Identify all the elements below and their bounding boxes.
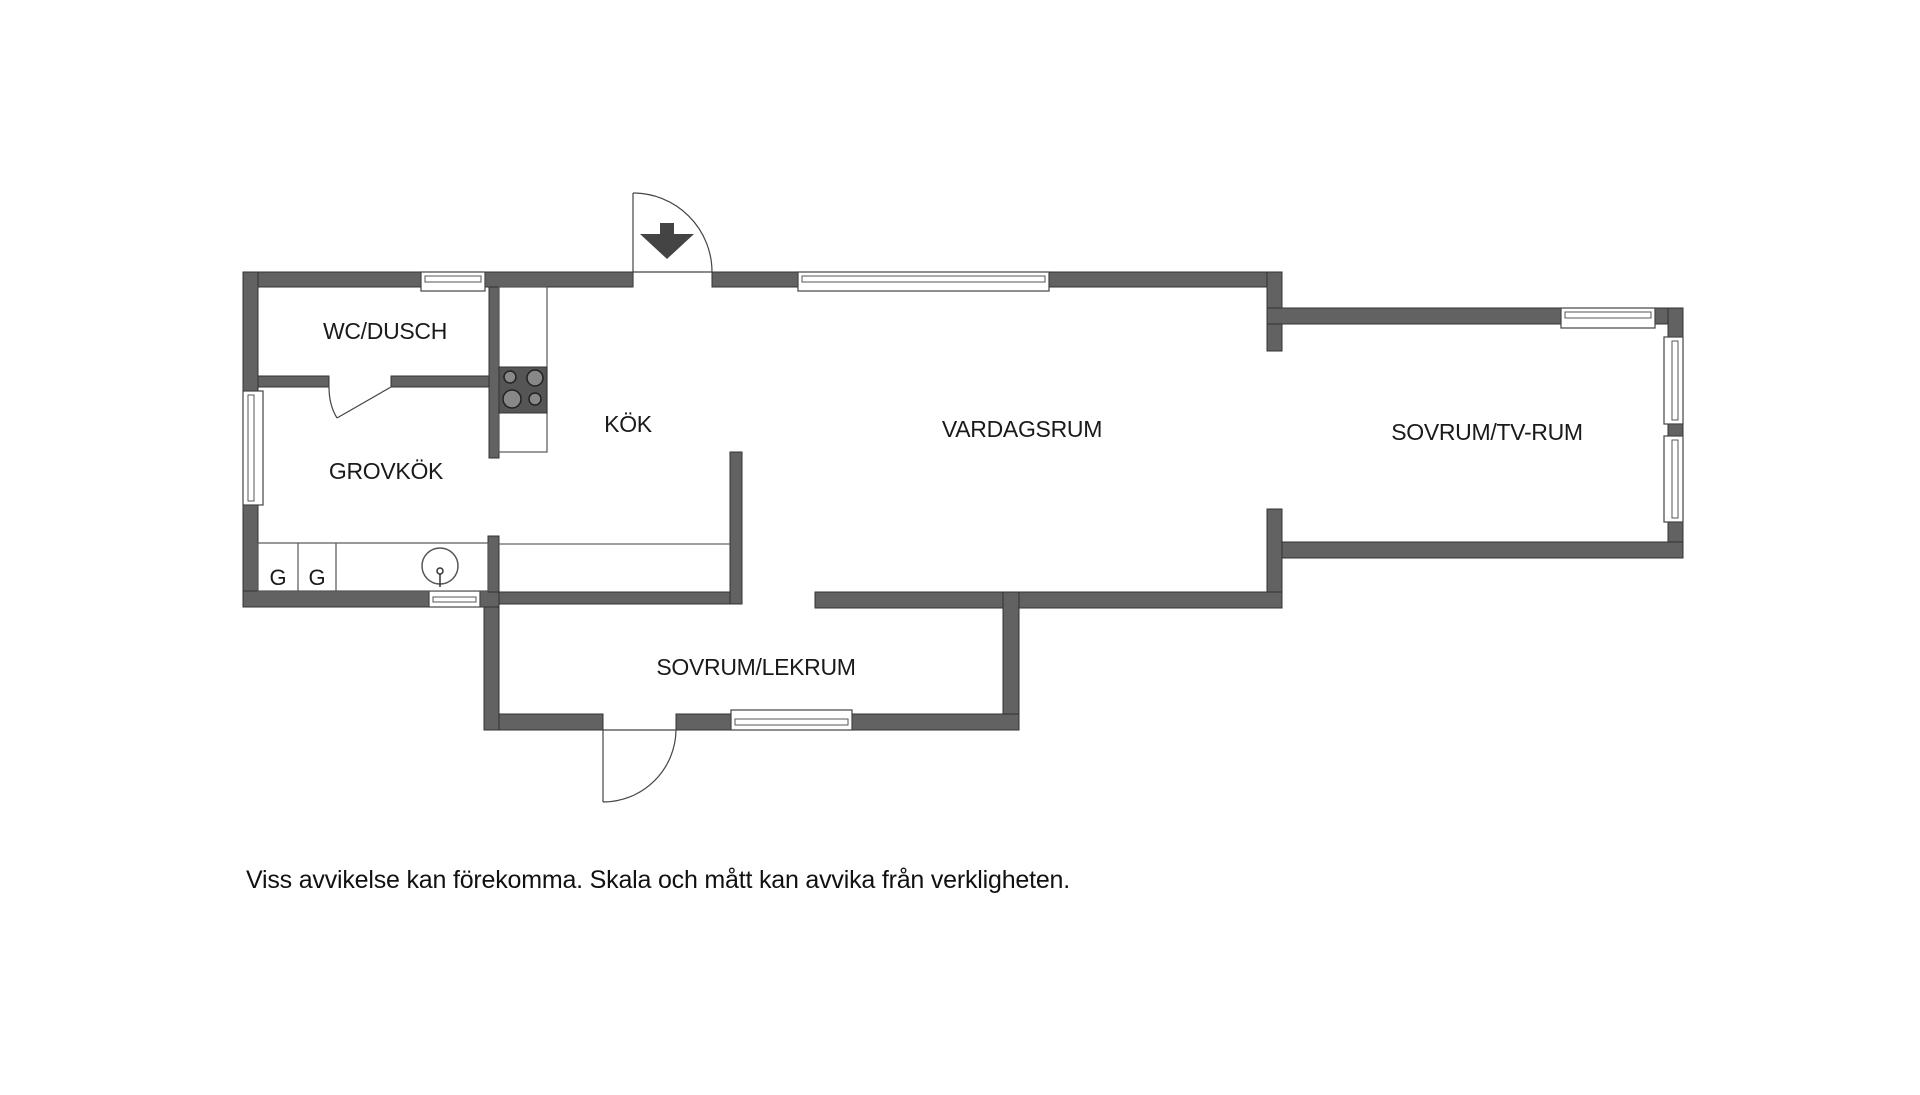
sink-icon — [421, 547, 459, 587]
room-label-vardagsrum: VARDAGSRUM — [942, 416, 1102, 442]
wall-kitchen-bottom — [479, 591, 743, 605]
wall-tv-right-top — [1667, 307, 1684, 338]
window-lekrum-bottom — [730, 709, 853, 731]
entrance-door — [632, 192, 713, 287]
window-grovkok-bottom — [428, 590, 481, 608]
disclaimer-text: Viss avvikelse kan förekomma. Skala och … — [246, 866, 1071, 894]
wall-top-wc-left — [242, 271, 422, 288]
room-label-kok: KÖK — [604, 411, 653, 437]
windows — [242, 271, 1684, 731]
wall-kitchen-partition — [729, 451, 743, 605]
wall-grovkok-bottom-right — [479, 590, 500, 608]
fixtures — [257, 286, 730, 592]
window-wc-top — [420, 271, 486, 292]
wall-lekrum-right — [1002, 591, 1020, 731]
wall-tv-right-mullion — [1667, 423, 1684, 437]
stove-icon — [498, 366, 548, 414]
entrance-arrow-down-icon — [640, 223, 694, 259]
window-living-top — [797, 271, 1050, 292]
wall-interior-lower — [487, 535, 500, 593]
doors — [328, 192, 713, 803]
window-grovkok-left — [242, 390, 264, 506]
walls — [242, 271, 1684, 731]
room-label-grovkok: GROVKÖK — [329, 458, 444, 484]
window-tv-top — [1560, 307, 1656, 329]
wall-tv-bottom — [1280, 541, 1684, 559]
wall-top-entry-right — [711, 271, 799, 288]
wall-left-upper — [242, 271, 259, 392]
wall-top-living-right — [1048, 271, 1283, 288]
wall-lekrum-bottom-mid — [675, 713, 732, 731]
wall-living-bottom — [814, 591, 1283, 609]
wall-lekrum-bottom-right — [851, 713, 1020, 731]
window-tv-right-upper — [1663, 336, 1684, 425]
wall-wc-partition-left — [257, 375, 330, 388]
room-labels: WC/DUSCH GROVKÖK KÖK VARDAGSRUM SOVRUM/T… — [269, 318, 1583, 680]
wall-lekrum-bottom-left — [483, 713, 604, 731]
appliance-label-g2: G — [308, 565, 325, 590]
room-label-sovrum-tv: SOVRUM/TV-RUM — [1391, 419, 1583, 445]
wall-tv-top-left — [1266, 307, 1562, 325]
window-tv-right-lower — [1663, 435, 1684, 523]
room-label-sovrum-lekrum: SOVRUM/LEKRUM — [656, 654, 855, 680]
wall-lekrum-left — [483, 591, 500, 731]
wall-top-kitchen — [484, 271, 634, 288]
appliance-label-g1: G — [269, 565, 286, 590]
lekrum-door — [602, 729, 677, 803]
wall-wc-partition-right — [390, 375, 490, 388]
wall-interior-upper — [488, 286, 500, 459]
room-label-wc: WC/DUSCH — [323, 318, 447, 344]
wall-grovkok-bottom-left — [242, 590, 430, 608]
wc-door — [328, 386, 392, 419]
